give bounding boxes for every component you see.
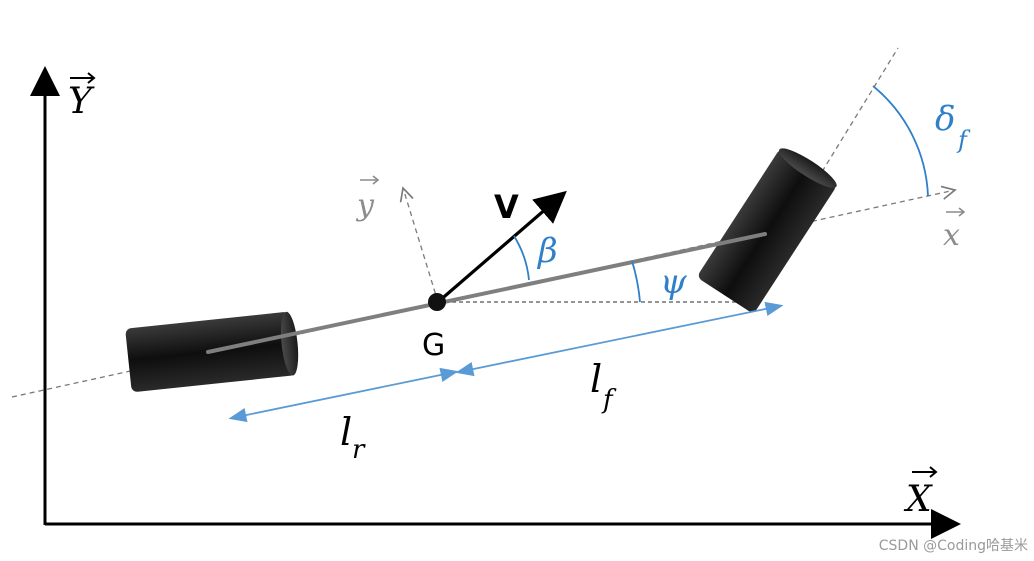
axis-y-vector-arrow [70,72,96,84]
beta-angle-arc [513,235,530,281]
body-y-axis-dashed [403,188,439,303]
lf-subscript: f [601,385,617,415]
center-of-gravity-label: G [422,328,445,363]
psi-label: ψ [660,262,687,302]
beta-label: β [536,231,558,271]
body-x-vector-arrow [946,207,966,217]
lf-label: l [590,357,602,401]
delta-subscript: f [956,126,971,154]
lr-dimension-arrow [228,367,459,423]
front-wheel [698,148,837,312]
lf-dimension-arrow [455,301,784,377]
axis-x-label: X [903,479,933,520]
watermark-text: CSDN @Coding哈基米 [878,538,1028,554]
velocity-label: V [494,188,519,226]
body-x-label: x [943,218,960,253]
center-of-gravity-point [428,293,446,311]
psi-angle-arc [631,260,641,303]
lr-label: l [340,410,352,454]
delta-angle-arc [872,85,929,197]
lr-subscript: r [352,435,366,465]
body-y-label: y [355,188,375,223]
chassis-line [206,232,767,354]
axis-y-label: Y [68,81,95,122]
body-y-vector-arrow [360,175,380,185]
axis-x-vector-arrow [912,466,938,478]
delta-label: δ [935,99,955,139]
velocity-vector [436,190,567,304]
